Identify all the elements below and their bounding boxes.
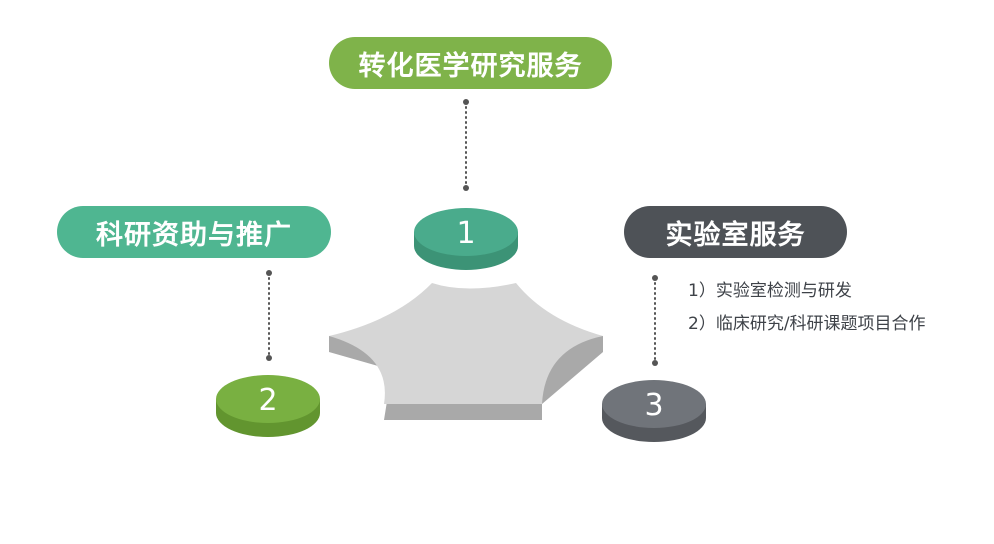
lab-service-item: 2）临床研究/科研课题项目合作: [688, 314, 926, 334]
connector-dot: [463, 185, 469, 191]
disc-1: 1: [414, 208, 518, 270]
node-1-title: 转化医学研究服务: [329, 37, 612, 89]
disc-3-number: 3: [644, 388, 663, 423]
connector-dots: [266, 99, 658, 366]
node-3-title: 实验室服务: [624, 206, 847, 258]
connector-dot: [652, 275, 658, 281]
center-platform-top: [329, 283, 603, 404]
connector-dot: [266, 355, 272, 361]
disc-2: 2: [216, 375, 320, 437]
center-platform: [329, 283, 603, 420]
node-2-title: 科研资助与推广: [57, 206, 331, 258]
connectors: [268, 101, 656, 364]
disc-3: 3: [602, 380, 706, 442]
connector-dot: [266, 270, 272, 276]
connector-dot: [463, 99, 469, 105]
connector-dot: [652, 360, 658, 366]
disc-1-number: 1: [456, 216, 475, 251]
lab-service-item: 1）实验室检测与研发: [688, 281, 852, 301]
disc-2-number: 2: [258, 383, 277, 418]
